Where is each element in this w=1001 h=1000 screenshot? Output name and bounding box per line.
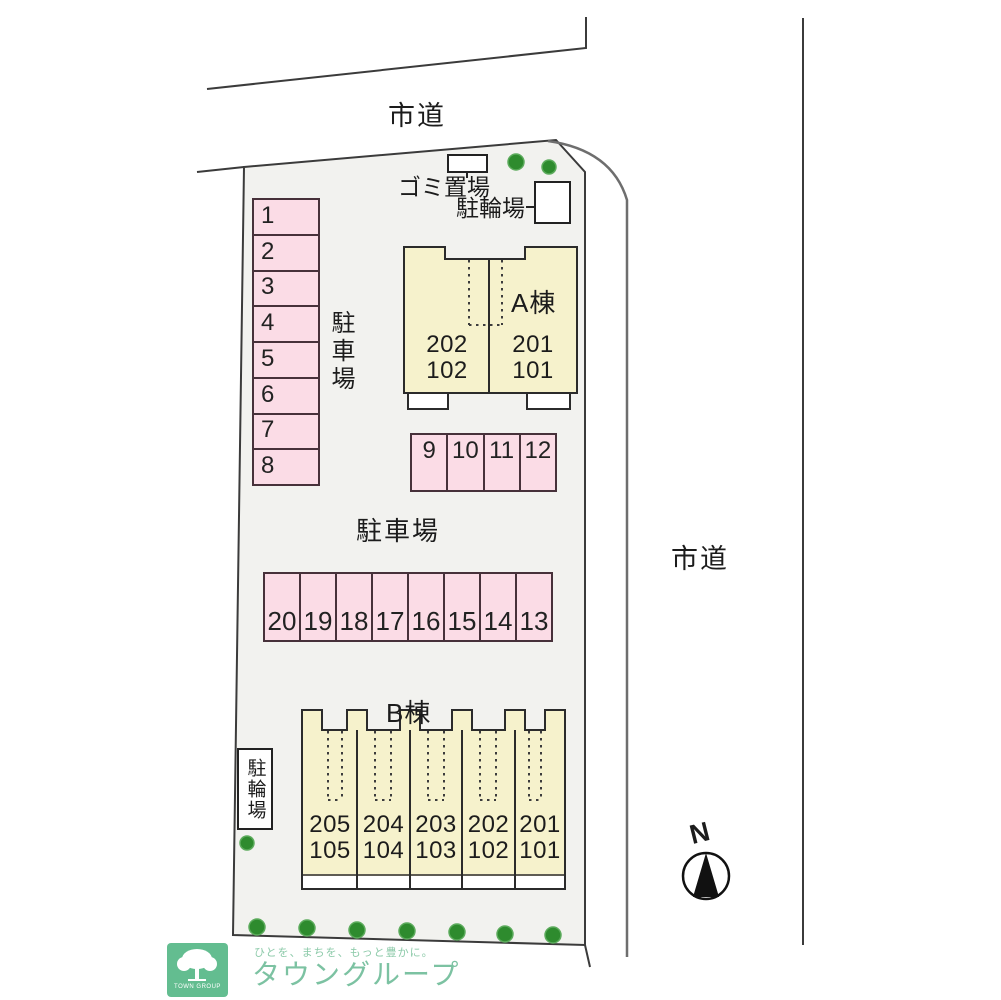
top-road-lower-edge — [196, 166, 245, 173]
building-a-porch — [407, 392, 449, 410]
building-b-unit-203-103: 203 103 — [415, 811, 457, 865]
building-b-unit-202-102: 202 102 — [467, 811, 510, 865]
parking-bottom-row: 20 19 18 17 16 15 14 13 — [263, 572, 553, 642]
parking-stall-3: 3 — [254, 272, 318, 308]
building-a-unit-201-101: 201 101 — [512, 331, 554, 385]
tree-icon — [507, 153, 525, 171]
building-b-entrance-paths — [327, 731, 542, 801]
parking-stall-6: 6 — [254, 379, 318, 415]
garbage-area-label: ゴミ置場 — [398, 174, 490, 200]
building-a-entrance-path — [468, 260, 503, 326]
building-b-unit-205-105: 205 105 — [309, 811, 351, 865]
parking-stall-8: 8 — [261, 452, 275, 480]
parking-stall-10: 10 — [448, 435, 485, 490]
parking-middle-row: 9 10 11 12 — [410, 433, 557, 492]
town-group-tree-icon — [177, 949, 217, 981]
logo-tagline: ひとを、まちを、もっと豊かに。 — [254, 947, 434, 959]
top-road-label: 市道 — [388, 101, 446, 131]
building-a-outline — [403, 246, 578, 394]
parking-stall-17: 17 — [373, 574, 409, 640]
bicycle-area-box — [534, 181, 571, 224]
parking-stall-4: 4 — [254, 307, 318, 343]
parking-stall-15: 15 — [445, 574, 481, 640]
compass-needle-icon — [693, 853, 719, 897]
parking-stall-9: 9 — [412, 435, 449, 490]
building-a-porch — [526, 392, 571, 410]
tree-icon — [541, 159, 557, 175]
bicycle-area-left-label: 駐輪場 — [244, 757, 266, 821]
parking-stall-5: 5 — [254, 343, 318, 379]
building-b-unit-204-104: 204 104 — [362, 811, 405, 865]
boundary-tick — [584, 944, 591, 968]
building-b-unit-dividers — [356, 730, 516, 889]
building-b-balcony-band — [303, 876, 564, 888]
parking-area-label-left: 駐車場 — [327, 310, 354, 394]
bicycle-area-left-box: 駐輪場 — [237, 748, 273, 830]
parking-stall-7: 7 — [254, 415, 318, 451]
parking-stall-16: 16 — [409, 574, 445, 640]
parking-stall-11: 11 — [485, 435, 521, 490]
parking-stall-14: 14 — [481, 574, 517, 640]
parking-stall-1: 1 — [254, 200, 318, 236]
top-road-edge — [206, 17, 587, 90]
building-a-name: A棟 — [511, 288, 557, 318]
bicycle-area-top-label: 駐輪場 — [456, 195, 525, 221]
logo-company-name: タウングループ — [252, 959, 461, 990]
building-b-unit-201-101: 201 101 — [519, 811, 561, 865]
tree-row — [248, 918, 562, 944]
parking-stall-19: 19 — [301, 574, 337, 640]
right-road-left-edge — [547, 139, 629, 957]
parking-stall-20: 20 — [265, 574, 301, 640]
parking-stall-12: 12 — [524, 437, 552, 464]
building-b-outline — [301, 709, 566, 890]
town-group-badge-label: TOWN GROUP — [174, 984, 221, 990]
garbage-area-box — [447, 154, 488, 173]
tree-icon — [239, 835, 255, 851]
building-a-unit-202-102: 202 102 — [426, 331, 468, 385]
parking-stall-18: 18 — [337, 574, 373, 640]
parking-area-label-middle: 駐車場 — [356, 516, 441, 546]
building-b-name: B棟 — [386, 698, 432, 728]
parking-left-column: 1 2 3 4 5 6 7 8 — [252, 198, 320, 486]
parking-stall-2: 2 — [254, 236, 318, 272]
right-road-label: 市道 — [671, 544, 729, 574]
parking-stall-13: 13 — [519, 606, 549, 636]
